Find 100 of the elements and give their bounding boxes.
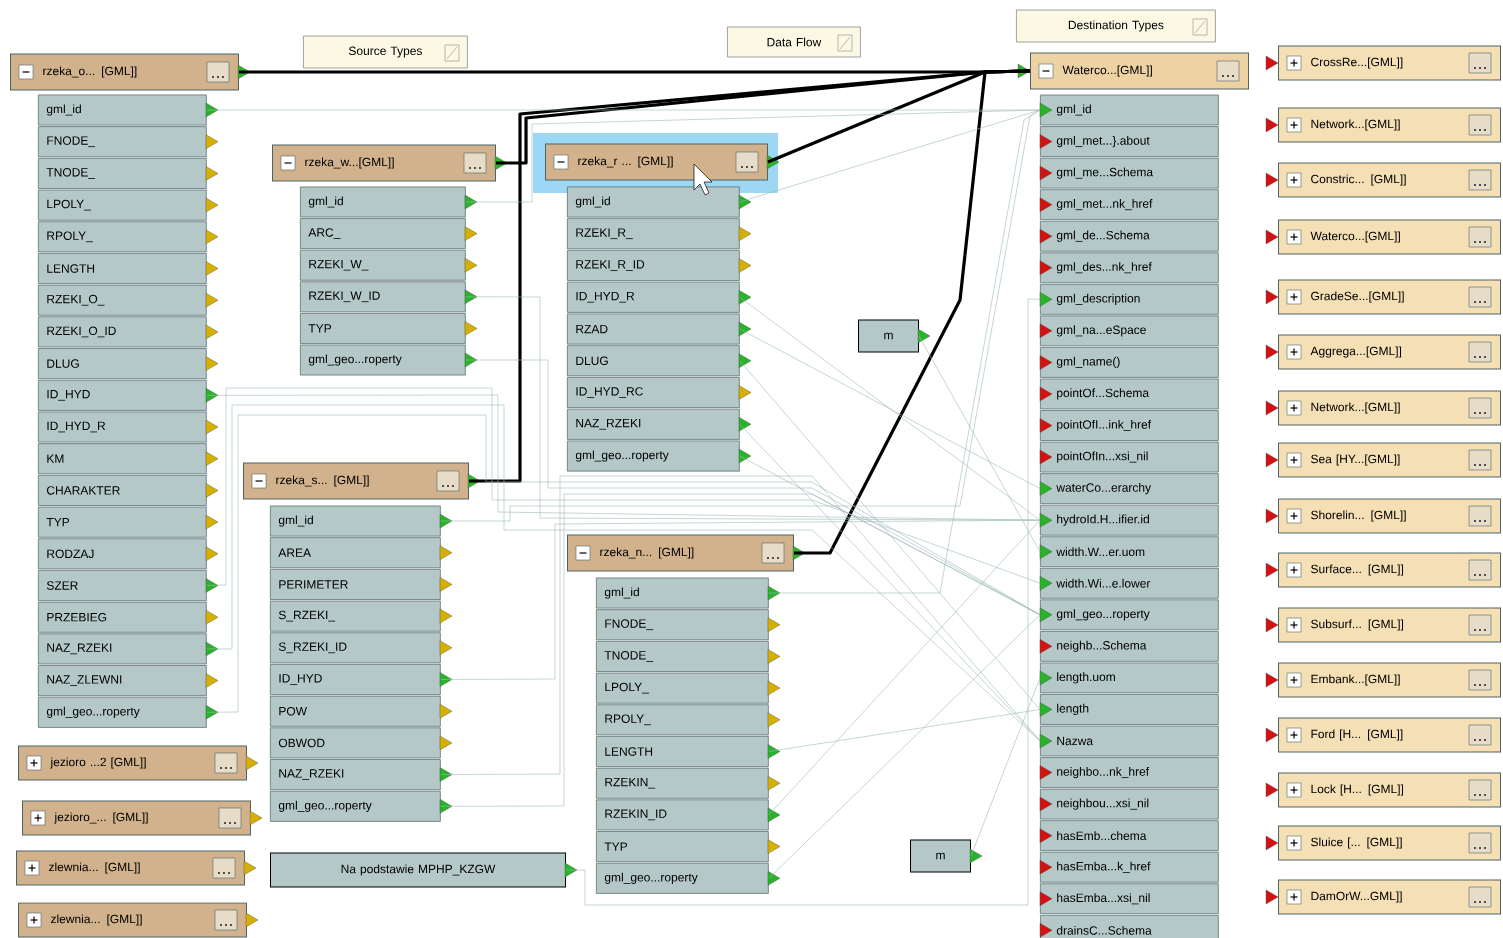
attribute-row: gml_geo...roperty — [300, 344, 478, 376]
connection-line — [739, 360, 1041, 710]
feature-type-header: rzeka_r ... [GML]] — [545, 143, 780, 181]
attribute-row: RZEKI_O_ID — [38, 316, 219, 348]
connection-line — [768, 614, 1041, 879]
attribute-row: width.W...er.uom — [1039, 536, 1219, 568]
attribute-row: OBWOD — [270, 727, 453, 759]
connection-line — [739, 328, 1041, 489]
connection-line — [465, 109, 1041, 203]
attribute-row: hydroId.H...ifier.id — [1039, 504, 1219, 536]
attribute-row: gml_geo...roperty — [1039, 599, 1219, 631]
feature-type-header: Waterco...[GML]] — [1265, 219, 1501, 255]
attribute-row: DLUG — [567, 345, 752, 377]
attribute-row: RPOLY_ — [596, 704, 781, 736]
attribute-row: gml_id — [300, 186, 478, 218]
attribute-row: POW — [270, 695, 453, 727]
attribute-row: gml_description — [1039, 283, 1219, 315]
annotation-box: Source Types — [303, 35, 468, 69]
connection-line — [440, 475, 1041, 775]
annotation-box: Destination Types — [1016, 9, 1216, 43]
attribute-row: RZAD — [567, 313, 752, 345]
attribute-row: LPOLY_ — [38, 189, 219, 221]
connection-line — [768, 519, 1041, 816]
attribute-row: gml_me...Schema — [1039, 157, 1219, 189]
feature-type-header: rzeka_s... [GML]] — [243, 462, 481, 500]
attribute-row: drainsC...Schema — [1039, 914, 1219, 938]
attribute-row: gml_id — [596, 577, 781, 609]
attribute-row: RZEKIN_ID — [596, 799, 781, 831]
attribute-row: gml_id — [38, 94, 219, 126]
attribute-row: ID_HYD_R — [567, 281, 752, 313]
attribute-row: RPOLY_ — [38, 221, 219, 253]
feature-type-header: Sea [HY...[GML]] — [1265, 442, 1501, 478]
feature-type-header: Sluice [... [GML]] — [1265, 825, 1501, 861]
feature-type-header: Network...[GML]] — [1265, 107, 1501, 143]
attribute-row: AREA — [270, 537, 453, 569]
attribute-row: NAZ_RZEKI — [270, 759, 453, 791]
attribute-row: ID_HYD — [270, 664, 453, 695]
attribute-row: RZEKI_W_ID — [300, 281, 478, 313]
connection-line — [206, 387, 1041, 586]
attribute-row: gml_des...nk_href — [1039, 252, 1219, 284]
connection-line — [918, 335, 1041, 552]
connection-line — [768, 709, 1041, 752]
connection-line — [794, 69, 1031, 555]
annotation-box: Data Flow — [727, 26, 861, 58]
attribute-row: neighbo...nk_href — [1039, 757, 1219, 788]
attribute-row: NAZ_ZLEWNI — [38, 665, 219, 697]
attribute-row: gml_geo...roperty — [270, 790, 453, 822]
attribute-row: TNODE_ — [38, 157, 219, 189]
attribute-row: RZEKIN_ — [596, 767, 781, 799]
feature-type-header: DamOrW...GML]] — [1265, 879, 1501, 915]
attribute-row: length — [1039, 694, 1219, 725]
attribute-row: LENGTH — [596, 736, 781, 767]
attribute-row: gml_id — [567, 186, 752, 218]
attribute-row: hasEmba...xsi_nil — [1039, 883, 1219, 915]
feature-type-header: rzeka_o... [GML]] — [10, 53, 251, 91]
attribute-row: neighbou...xsi_nil — [1039, 788, 1219, 820]
attribute-row: gml_na...eSpace — [1039, 315, 1219, 347]
connection-line — [739, 109, 1041, 203]
attribute-row: TYP — [300, 313, 478, 344]
attribute-row: RZEKI_R_ — [567, 218, 752, 250]
connection-line — [440, 493, 1041, 807]
feature-type-header: Constric... [GML]] — [1265, 162, 1501, 198]
attribute-row: SZER — [38, 570, 219, 601]
attribute-row: ID_HYD_R — [38, 411, 219, 443]
attribute-row: RODZAJ — [38, 538, 219, 570]
feature-type-header: Lock [H... [GML]] — [1265, 772, 1501, 808]
feature-type-header: zlewnia... [GML]] — [16, 850, 257, 886]
feature-type-header: jezioro_... [GML]] — [22, 800, 263, 836]
feature-type-header: Waterco...[GML]] — [1017, 52, 1249, 90]
attribute-row: hasEmb...chema — [1039, 820, 1219, 851]
feature-type-header: zlewnia... [GML]] — [18, 902, 259, 938]
feature-type-header: rzeka_n... [GML]] — [567, 534, 806, 572]
attribute-row: pointOf...Schema — [1039, 378, 1219, 410]
connection-line — [565, 298, 1041, 906]
attribute-row: waterCo...erarchy — [1039, 473, 1219, 504]
attribute-row: ID_HYD — [38, 379, 219, 411]
attribute-row: gml_met...nk_href — [1039, 189, 1219, 220]
connection-line — [739, 296, 1041, 521]
attribute-row: RZEKI_O_ — [38, 284, 219, 316]
feature-type-header: Ford [H... [GML]] — [1265, 717, 1501, 753]
attribute-row: RZEKI_W_ — [300, 249, 478, 281]
feature-type-header: Network...[GML]] — [1265, 390, 1501, 426]
attribute-row: S_RZEKI_ID — [270, 632, 453, 664]
attribute-row: NAZ_RZEKI — [38, 633, 219, 665]
attribute-row: neighb...Schema — [1039, 631, 1219, 662]
attribute-row: TNODE_ — [596, 640, 781, 672]
attribute-row: gml_id — [270, 505, 453, 537]
attribute-row: CHARAKTER — [38, 474, 219, 506]
feature-type-header: Shorelin... [GML]] — [1265, 498, 1501, 534]
attribute-row: TYP — [38, 506, 219, 538]
attribute-row: LPOLY_ — [596, 672, 781, 704]
feature-type-header: CrossRe...[GML]] — [1265, 45, 1501, 81]
attribute-row: gml_geo...roperty — [567, 440, 752, 472]
attribute-row: ARC_ — [300, 218, 478, 249]
attribute-row: gml_met...}.about — [1039, 126, 1219, 157]
feature-type-header: Surface... [GML]] — [1265, 552, 1501, 588]
attribute-row: gml_geo...roperty — [596, 862, 781, 894]
attribute-row: hasEmba...k_href — [1039, 851, 1219, 883]
feature-type-header: rzeka_w...[GML]] — [272, 144, 508, 182]
attribute-row: Nazwa — [1039, 725, 1219, 757]
